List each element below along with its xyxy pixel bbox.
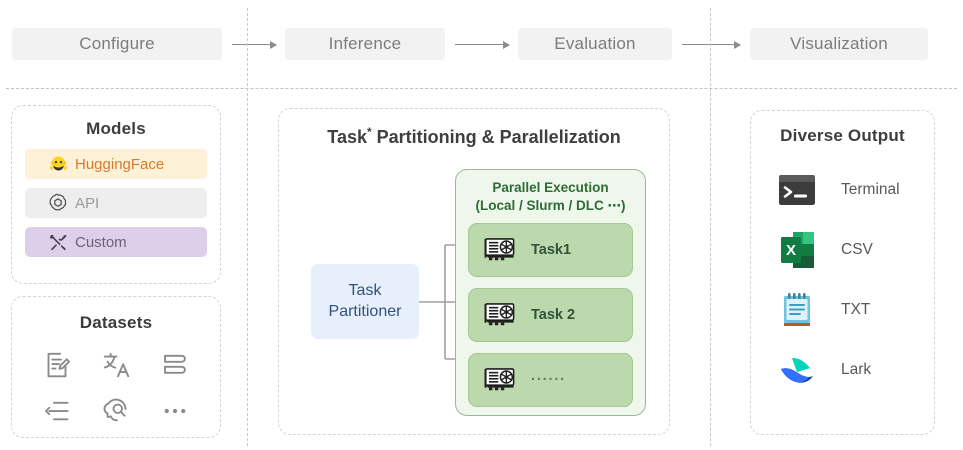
notepad-icon (777, 290, 817, 330)
models-list: HuggingFace API (12, 149, 220, 257)
gpu-card-icon (483, 237, 517, 263)
output-panel: Diverse Output Terminal (750, 110, 935, 435)
center-title-rest: Partitioning & Parallelization (371, 127, 621, 147)
model-label-huggingface: HuggingFace (75, 155, 165, 173)
model-item-custom[interactable]: Custom (25, 227, 207, 257)
pipeline-stage-visualization[interactable]: Visualization (750, 28, 928, 60)
output-item-lark[interactable]: Lark (751, 340, 934, 400)
datasets-icon-grid (12, 345, 220, 431)
task-label-2: Task 2 (531, 307, 576, 324)
parallel-execution-title-line1: Parallel Execution (492, 180, 609, 195)
pipeline-stage-inference[interactable]: Inference (285, 28, 445, 60)
task-partitioner-box[interactable]: Task Partitioner (311, 264, 419, 339)
pipeline-stage-configure[interactable]: Configure (12, 28, 222, 60)
output-item-csv[interactable]: X CSV (751, 220, 934, 280)
output-label-csv: CSV (841, 241, 873, 258)
task-partitioner-line1: Task (348, 282, 382, 300)
document-edit-icon[interactable] (35, 345, 79, 385)
task-card-1[interactable]: Task1 (468, 223, 633, 278)
output-label-terminal: Terminal (841, 181, 900, 198)
gpu-card-icon (483, 302, 517, 328)
parallel-execution-box: Parallel Execution (Local / Slurm / DLC … (455, 169, 646, 416)
models-title: Models (86, 119, 146, 138)
parallel-execution-title-line2: (Local / Slurm / DLC ⋯) (475, 197, 626, 213)
center-title: Task* Partitioning & Parallelization (279, 125, 669, 148)
excel-icon: X (777, 230, 817, 270)
output-label-lark: Lark (841, 361, 872, 378)
pipeline-arrow-3 (682, 40, 741, 49)
model-item-api[interactable]: API (25, 188, 207, 218)
vertical-divider-right (710, 8, 711, 446)
terminal-icon (777, 170, 817, 210)
output-list: Terminal X CSV (751, 160, 934, 400)
pipeline-stage-evaluation[interactable]: Evaluation (518, 28, 672, 60)
book-stack-icon[interactable] (153, 345, 197, 385)
horizontal-divider (6, 88, 957, 89)
center-panel: Task* Partitioning & Parallelization Tas… (278, 108, 670, 435)
center-title-main: Task (327, 127, 367, 147)
task-card-2[interactable]: Task 2 (468, 288, 633, 343)
datasets-panel: Datasets (11, 296, 221, 438)
model-label-custom: Custom (75, 233, 127, 251)
translate-icon[interactable] (94, 345, 138, 385)
model-item-huggingface[interactable]: HuggingFace (25, 149, 207, 179)
task-partitioner-line2: Partitioner (328, 302, 402, 320)
datasets-title: Datasets (79, 313, 153, 332)
gpu-card-icon (483, 367, 517, 393)
output-item-terminal[interactable]: Terminal (751, 160, 934, 220)
huggingface-icon (47, 153, 69, 175)
parallel-execution-title: Parallel Execution (Local / Slurm / DLC … (456, 179, 645, 214)
pipeline-arrow-1 (232, 40, 277, 49)
model-label-api: API (75, 194, 100, 212)
models-panel: Models HuggingFace (11, 105, 221, 284)
pipeline-arrow-2 (455, 40, 510, 49)
task-card-3[interactable]: ······ (468, 353, 633, 408)
task-label-1: Task1 (531, 242, 572, 259)
output-label-txt: TXT (841, 301, 871, 318)
lark-icon (777, 350, 817, 390)
list-indent-icon[interactable] (35, 391, 79, 431)
output-item-txt[interactable]: TXT (751, 280, 934, 340)
brain-thinking-icon[interactable] (94, 391, 138, 431)
tools-icon (47, 231, 69, 253)
center-title-asterisk: * (366, 125, 372, 139)
task-list: Task1 (456, 223, 645, 408)
ellipsis-icon[interactable] (153, 391, 197, 431)
svg-text:X: X (785, 242, 795, 259)
vertical-divider-left (247, 8, 248, 446)
task-label-3: ······ (531, 372, 566, 389)
openai-icon (47, 192, 69, 214)
output-title: Diverse Output (780, 126, 905, 145)
